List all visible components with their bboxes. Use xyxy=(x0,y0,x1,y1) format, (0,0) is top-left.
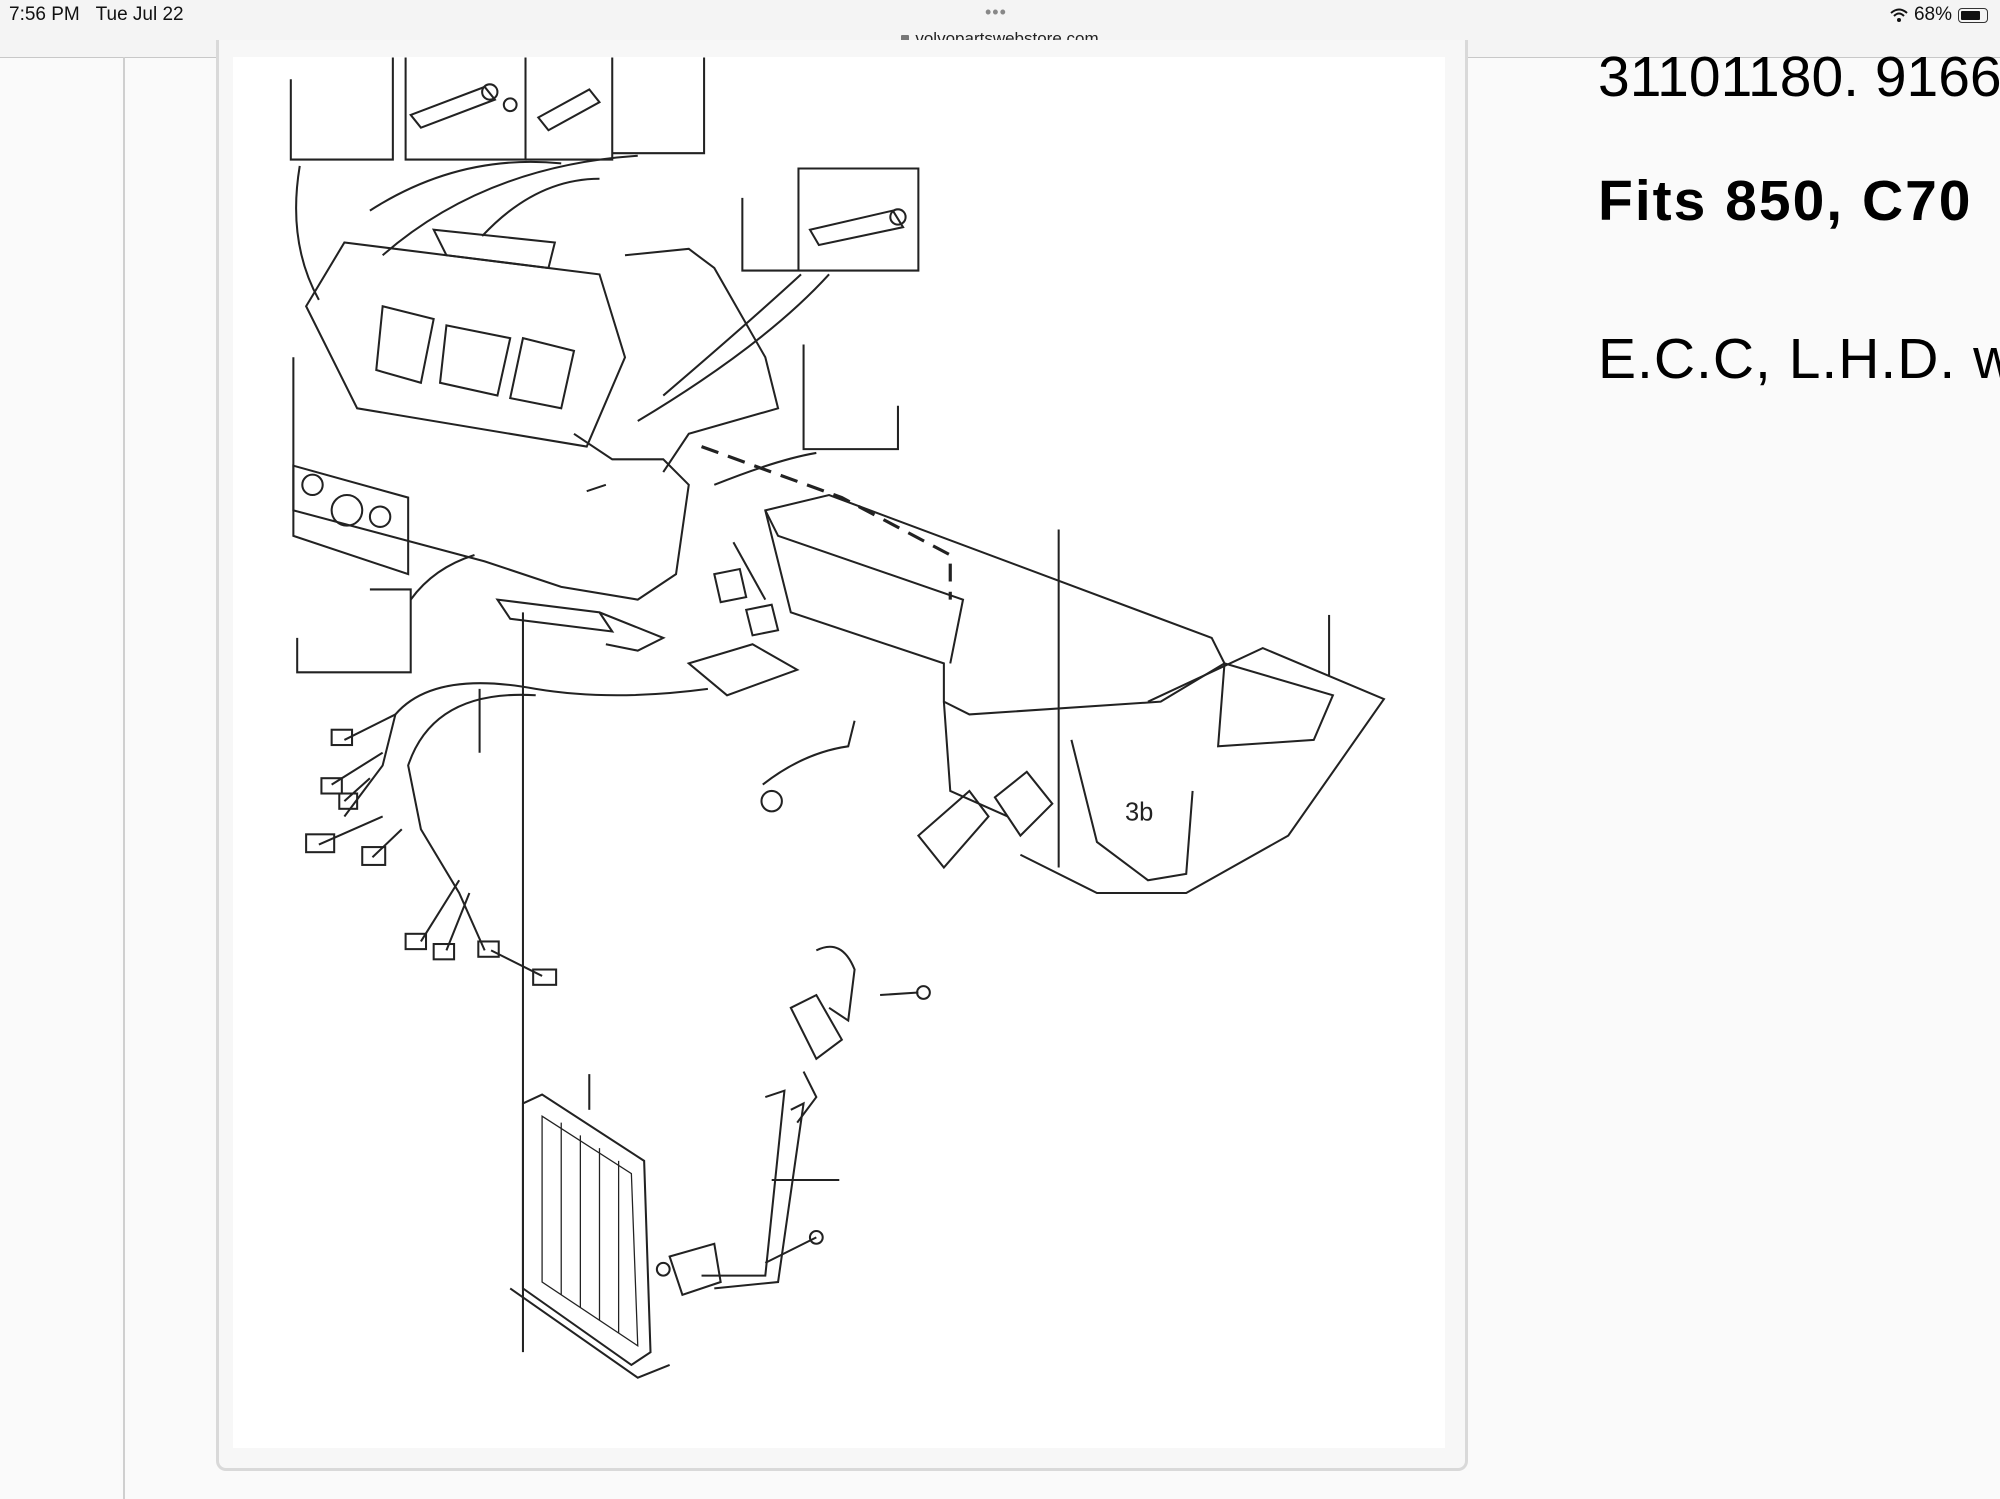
heater-housing xyxy=(292,228,780,652)
status-time: 7:56 PM Tue Jul 22 xyxy=(9,4,184,26)
callout-label-3b: 3b xyxy=(1125,798,1153,826)
time-text: 7:56 PM xyxy=(9,4,80,25)
page-divider xyxy=(123,57,125,1499)
wifi-icon xyxy=(1890,8,1908,22)
status-indicators: 68% xyxy=(1890,4,1988,26)
lower-housing xyxy=(764,493,1386,895)
tab-menu-dots[interactable]: ••• xyxy=(985,2,1007,22)
battery-icon xyxy=(1958,7,1988,23)
pivot-parts xyxy=(409,83,907,247)
part-numbers-text: 31101180. 9166 xyxy=(1598,45,2000,109)
arrows xyxy=(295,154,830,601)
date-text: Tue Jul 22 xyxy=(95,4,184,25)
notes-text: E.C.C, L.H.D. wi xyxy=(1598,327,2000,391)
valve-and-pipes xyxy=(655,945,931,1297)
heater-core xyxy=(509,1074,671,1379)
fits-models-text: Fits 850, C70 xyxy=(1598,169,1973,233)
callout-boxes xyxy=(289,57,920,674)
parts-diagram[interactable] xyxy=(233,57,1445,1448)
relays xyxy=(686,541,800,697)
lock-icon xyxy=(901,35,910,44)
battery-percent: 68% xyxy=(1913,4,1952,25)
dashed-guide xyxy=(700,445,952,600)
